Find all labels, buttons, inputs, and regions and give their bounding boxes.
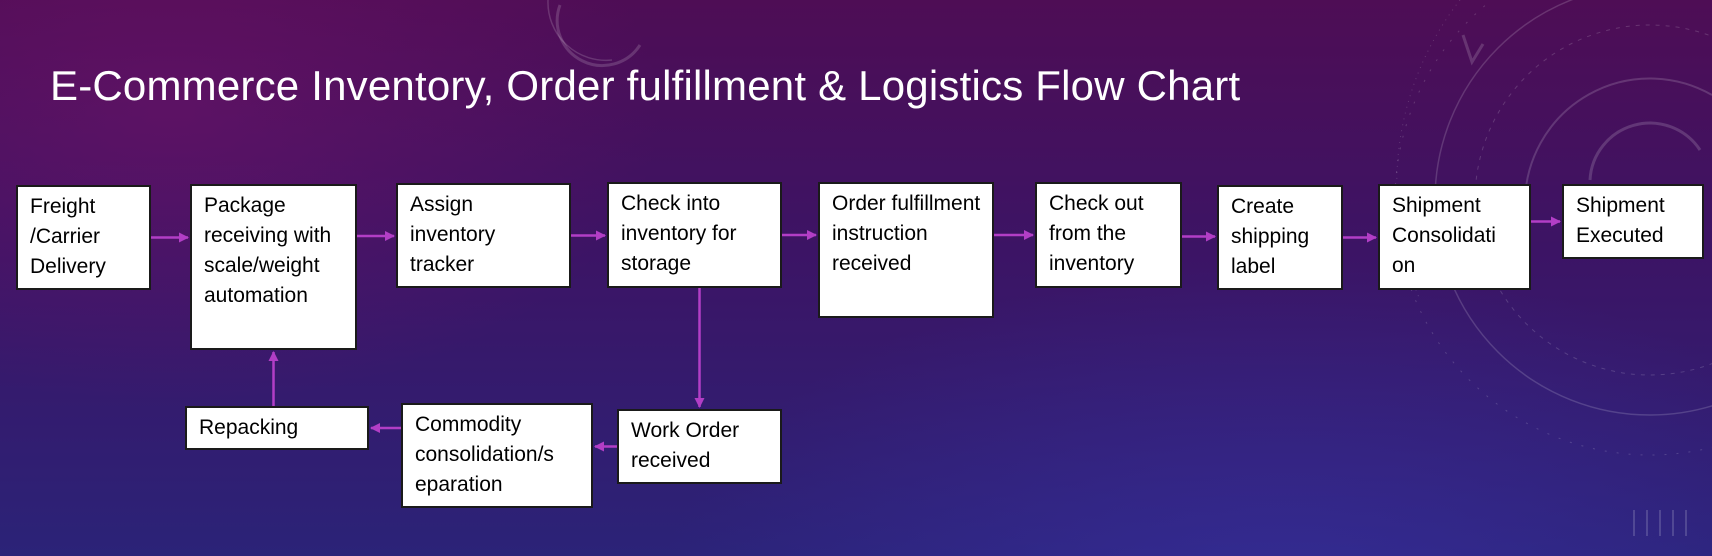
step-label: Work Order received bbox=[631, 419, 740, 472]
step-assign-inventory-tracker: Assign inventory tracker bbox=[396, 183, 571, 288]
step-check-into-inventory: Check into inventory for storage bbox=[607, 182, 782, 288]
step-freight-carrier-delivery: Freight /Carrier Delivery bbox=[16, 185, 151, 290]
step-label: Create shipping label bbox=[1231, 195, 1310, 278]
step-commodity-consolidation: Commodity consolidation/s eparation bbox=[401, 403, 593, 508]
step-label: Check out from the inventory bbox=[1049, 192, 1144, 275]
step-label: Check into inventory for storage bbox=[621, 192, 737, 275]
step-label: Freight /Carrier Delivery bbox=[30, 195, 106, 278]
step-repacking: Repacking bbox=[185, 406, 369, 450]
step-order-fulfillment-instruction: Order fulfillment instruction received bbox=[818, 182, 994, 318]
step-create-shipping-label: Create shipping label bbox=[1217, 185, 1343, 290]
page-title: E-Commerce Inventory, Order fulfillment … bbox=[50, 62, 1241, 109]
step-label: Assign inventory tracker bbox=[410, 193, 496, 276]
step-label: Package receiving with scale/weight auto… bbox=[204, 194, 332, 307]
step-label: Shipment Executed bbox=[1576, 194, 1665, 247]
step-label: Order fulfillment instruction received bbox=[832, 192, 981, 275]
step-shipment-executed: Shipment Executed bbox=[1562, 184, 1704, 259]
step-label: Repacking bbox=[199, 416, 299, 439]
step-label: Commodity consolidation/s eparation bbox=[415, 413, 554, 496]
step-check-out-inventory: Check out from the inventory bbox=[1035, 182, 1182, 288]
step-shipment-consolidation: Shipment Consolidati on bbox=[1378, 184, 1531, 290]
step-work-order-received: Work Order received bbox=[617, 409, 782, 484]
step-package-receiving: Package receiving with scale/weight auto… bbox=[190, 184, 357, 350]
step-label: Shipment Consolidati on bbox=[1392, 194, 1496, 277]
